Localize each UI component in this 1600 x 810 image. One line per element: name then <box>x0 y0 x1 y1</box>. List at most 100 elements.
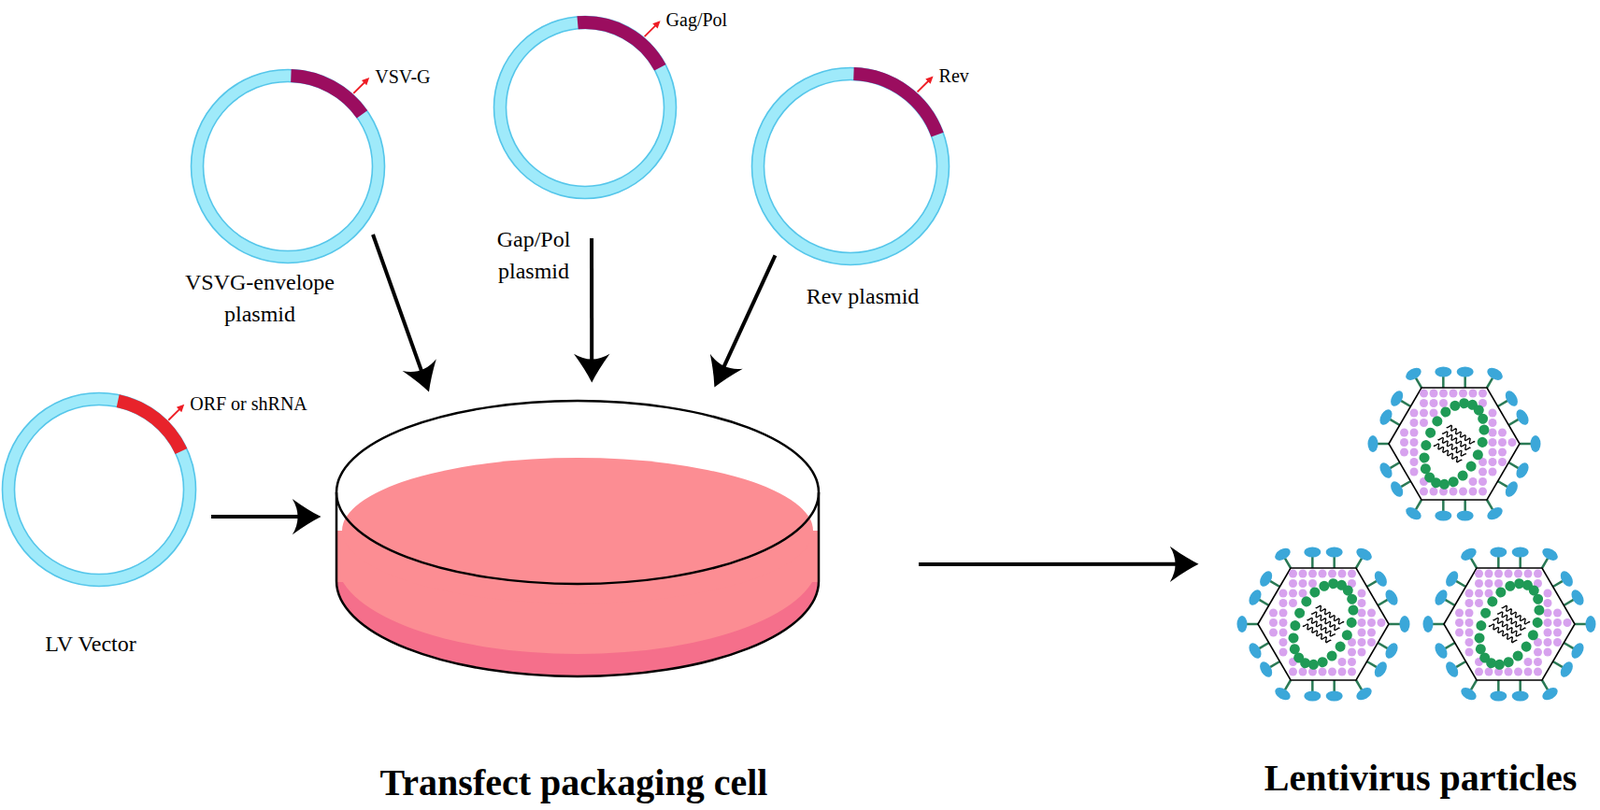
matrix-protein <box>1543 638 1553 647</box>
matrix-protein <box>1488 418 1498 428</box>
plasmid-ring <box>751 67 950 266</box>
envelope-stalk <box>1518 680 1522 692</box>
envelope-glycoprotein <box>1489 547 1507 558</box>
envelope-glycoprotein <box>1569 587 1587 608</box>
envelope-glycoprotein <box>1272 685 1293 703</box>
plasmid-backbone <box>757 73 943 259</box>
viral-envelope <box>1388 387 1520 500</box>
matrix-protein <box>1498 438 1507 447</box>
matrix-protein <box>1347 570 1357 579</box>
gene-insert <box>117 400 182 452</box>
matrix-protein <box>1485 589 1494 599</box>
matrix-protein <box>1288 599 1298 608</box>
matrix-protein <box>1377 618 1386 628</box>
matrix-protein <box>1439 399 1448 408</box>
matrix-protein <box>1357 628 1367 638</box>
matrix-protein <box>1488 457 1498 467</box>
flow-arrow <box>718 255 775 378</box>
matrix-protein <box>1478 468 1487 477</box>
matrix-protein <box>1429 389 1439 399</box>
capsid-protein <box>1464 459 1479 474</box>
envelope-glycoprotein <box>1423 615 1434 633</box>
envelope-stalk <box>1442 376 1445 388</box>
envelope-stalk <box>1508 419 1518 426</box>
capsid <box>1274 567 1372 682</box>
matrix-protein <box>1553 638 1562 647</box>
envelope-stalk <box>1563 600 1573 606</box>
flow-arrow <box>372 234 426 383</box>
matrix-protein <box>1367 638 1376 647</box>
envelope-stalk <box>1389 462 1400 469</box>
matrix-protein <box>1494 579 1503 588</box>
plasmid-node: Gag/PolGap/Pol plasmid <box>493 15 677 200</box>
capsid-protein <box>1292 606 1307 621</box>
envelope-glycoprotein <box>1403 365 1424 384</box>
matrix-protein <box>1553 628 1562 638</box>
envelope-glycoprotein <box>1512 691 1529 702</box>
matrix-protein <box>1455 628 1464 638</box>
matrix-protein <box>1279 648 1288 658</box>
envelope-glycoprotein <box>1272 545 1293 564</box>
envelope-glycoprotein <box>1257 569 1275 589</box>
matrix-protein <box>1498 428 1507 438</box>
envelope-stalk <box>1377 600 1387 606</box>
plasmid-edge <box>752 68 950 266</box>
matrix-protein <box>1524 668 1533 677</box>
envelope-stalk <box>1270 661 1280 668</box>
envelope-stalk <box>1258 642 1269 649</box>
matrix-protein <box>1498 457 1507 467</box>
envelope-glycoprotein <box>1485 365 1505 384</box>
plasmid-ring <box>190 69 386 264</box>
envelope-glycoprotein <box>1371 659 1390 680</box>
lentivirus-particle <box>1368 365 1542 523</box>
envelope-stalk <box>1508 462 1518 469</box>
envelope-glycoprotein <box>1387 388 1406 409</box>
envelope-glycoprotein <box>1434 511 1452 522</box>
matrix-protein <box>1400 428 1409 438</box>
envelope-glycoprotein <box>1442 569 1461 589</box>
dish-label: Transfect packaging cell <box>380 761 769 805</box>
matrix-protein <box>1419 409 1429 418</box>
matrix-protein <box>1543 648 1553 658</box>
envelope-glycoprotein <box>1246 641 1265 661</box>
envelope-stalk <box>1367 581 1377 587</box>
gene-label: ORF or shRNA <box>189 391 308 416</box>
matrix-protein <box>1478 389 1487 399</box>
matrix-protein <box>1449 487 1458 497</box>
envelope-glycoprotein <box>1303 691 1321 702</box>
matrix-protein <box>1308 570 1317 579</box>
matrix-protein <box>1429 409 1439 418</box>
dish-wall <box>817 492 821 582</box>
envelope-stalk <box>1332 557 1336 569</box>
matrix-protein <box>1419 418 1429 428</box>
matrix-protein <box>1410 428 1419 438</box>
envelope-stalk <box>1442 500 1445 512</box>
gene-label: Gag/Pol <box>666 7 729 32</box>
matrix-protein <box>1458 487 1468 497</box>
matrix-protein <box>1400 438 1409 447</box>
envelope-stalk <box>1497 557 1500 569</box>
matrix-protein <box>1465 609 1474 618</box>
matrix-protein <box>1543 628 1553 638</box>
matrix-protein <box>1318 570 1328 579</box>
envelope-glycoprotein <box>1403 504 1424 523</box>
plasmid-edge <box>203 82 373 252</box>
envelope-stalk <box>1444 642 1455 649</box>
rna-strand <box>1433 442 1462 464</box>
capsid-protein <box>1417 451 1432 466</box>
envelope-glycoprotein <box>1303 547 1321 558</box>
capsid-protein <box>1423 426 1438 441</box>
capsid-protein <box>1526 628 1541 643</box>
envelope-stalk <box>1444 600 1455 606</box>
envelope-glycoprotein <box>1434 367 1452 378</box>
matrix-protein <box>1357 589 1367 599</box>
plasmid-ring <box>493 15 677 200</box>
matrix-protein <box>1269 609 1278 618</box>
matrix-protein <box>1279 638 1288 647</box>
envelope-stalk <box>1542 680 1548 690</box>
matrix-protein <box>1465 618 1474 628</box>
matrix-protein <box>1347 648 1357 658</box>
matrix-protein <box>1543 599 1553 608</box>
envelope-stalk <box>1553 581 1563 587</box>
